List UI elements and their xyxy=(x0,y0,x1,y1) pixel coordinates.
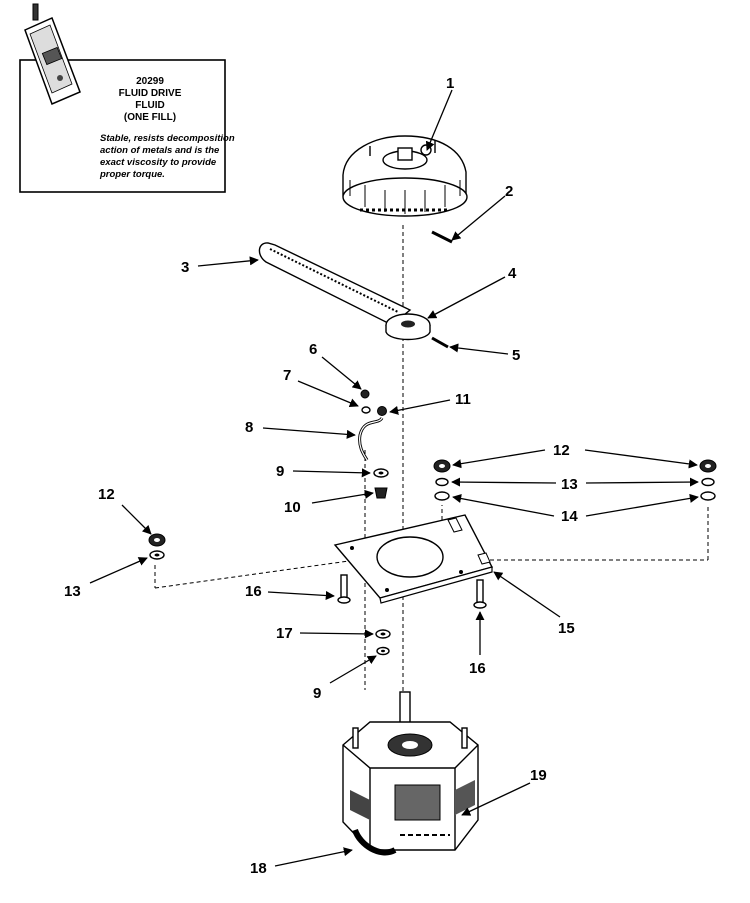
callout-7: 7 xyxy=(283,367,291,384)
note-body-line-1: Stable, resists decomposition xyxy=(100,133,235,144)
left-nut-washer xyxy=(148,533,166,560)
callout-4: 4 xyxy=(508,265,517,282)
small-fasteners xyxy=(358,389,389,499)
lower-washers xyxy=(375,629,391,656)
callout-numbers: 1 2 3 4 5 6 7 8 9 9 10 11 12 12 13 13 14… xyxy=(64,75,578,877)
fluid-drive-housing xyxy=(342,135,468,217)
callout-6: 6 xyxy=(309,341,317,358)
callout-9-upper: 9 xyxy=(276,463,284,480)
callout-13-right: 13 xyxy=(561,476,578,493)
motor-mounting-plate xyxy=(333,514,494,604)
drive-belt xyxy=(258,242,412,326)
callout-1: 1 xyxy=(446,75,454,92)
callout-5: 5 xyxy=(512,347,520,364)
note-body-line-2: action of metals and is the xyxy=(100,145,220,156)
callout-3: 3 xyxy=(181,259,189,276)
mounting-bolts xyxy=(337,574,487,609)
callout-10: 10 xyxy=(284,499,301,516)
note-body-line-4: proper torque. xyxy=(99,169,165,180)
note-header-line-3: FLUID xyxy=(135,100,164,111)
drive-motor xyxy=(342,691,479,856)
note-body-line-3: exact viscosity to provide xyxy=(100,157,217,168)
callout-17: 17 xyxy=(276,625,293,642)
callout-16-left: 16 xyxy=(245,583,262,600)
fluid-bottle-icon xyxy=(24,3,81,106)
callout-14: 14 xyxy=(561,508,578,525)
callout-15: 15 xyxy=(558,620,575,637)
callout-19: 19 xyxy=(530,767,547,784)
callout-11: 11 xyxy=(455,391,471,408)
pulley-setscrew xyxy=(431,336,449,349)
assembly-center-lines xyxy=(154,225,709,700)
note-header-line-4: (ONE FILL) xyxy=(124,112,176,123)
callout-12-left: 12 xyxy=(98,486,115,503)
right-nuts-washers xyxy=(433,459,717,501)
callout-12-right: 12 xyxy=(553,442,570,459)
callout-16-right: 16 xyxy=(469,660,486,677)
note-header-line-1: 20299 xyxy=(136,76,164,87)
callout-18: 18 xyxy=(250,860,267,877)
callout-8: 8 xyxy=(245,419,253,436)
fluid-drive-note: 20299 FLUID DRIVE FLUID (ONE FILL) Stabl… xyxy=(19,3,235,193)
callout-2: 2 xyxy=(505,183,513,200)
callout-13-left: 13 xyxy=(64,583,81,600)
leader-lines xyxy=(89,89,699,867)
callout-9-lower: 9 xyxy=(313,685,321,702)
drive-pulley xyxy=(385,313,431,341)
housing-screw xyxy=(431,230,453,244)
note-header-line-2: FLUID DRIVE xyxy=(119,88,182,99)
